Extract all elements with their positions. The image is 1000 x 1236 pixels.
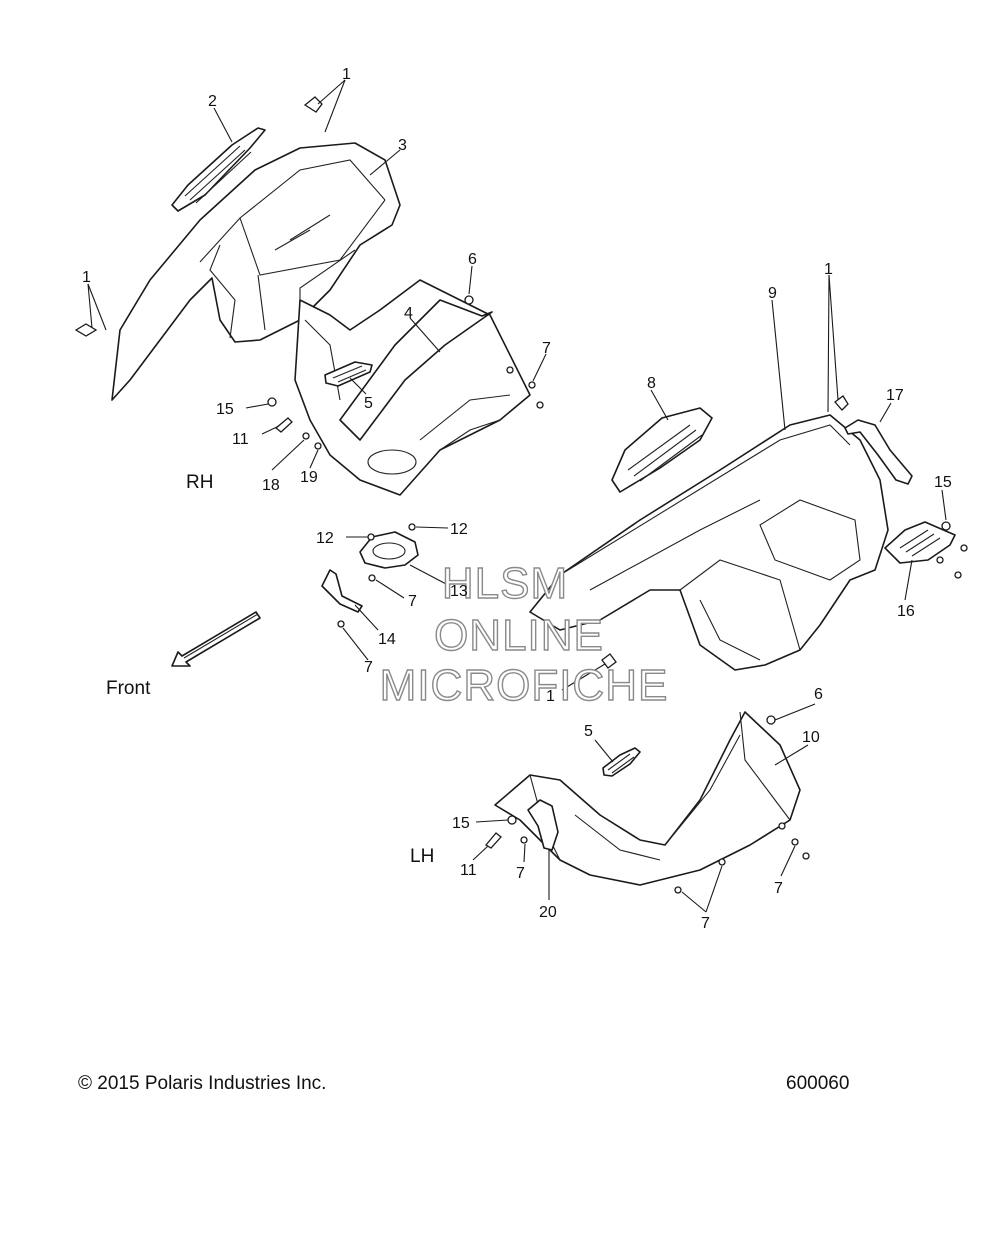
part-20-lh-bracket: [527, 799, 559, 851]
part-5-footrest-lower: [602, 747, 641, 777]
callout-14: 14: [378, 631, 396, 648]
callout-labels: 1 2 3 1 6 4 7 5 15 11 18 19 8 9 1 17 15 …: [82, 66, 952, 932]
front-direction-arrow: [171, 611, 261, 667]
part-5-footrest-upper: [324, 361, 373, 387]
part-10-lh-floor-panel: [494, 711, 801, 886]
part-2-vent-grille: [171, 127, 266, 212]
callout-15: 15: [452, 815, 470, 832]
callout-5: 5: [584, 723, 593, 740]
callout-5: 5: [364, 395, 373, 412]
watermark-line-2: ONLINE: [434, 611, 604, 660]
callout-7: 7: [364, 659, 373, 676]
lh-side-label: LH: [410, 846, 434, 867]
diagram-number: 600060: [786, 1073, 849, 1094]
callout-16: 16: [897, 603, 915, 620]
callout-12: 12: [450, 521, 468, 538]
callout-7: 7: [516, 865, 525, 882]
part-13-round-plate: [359, 531, 419, 569]
callout-11: 11: [460, 862, 477, 879]
callout-1: 1: [824, 261, 833, 278]
callout-17: 17: [886, 387, 904, 404]
callout-15: 15: [934, 474, 952, 491]
callout-18: 18: [262, 477, 280, 494]
callout-1: 1: [342, 66, 351, 83]
callout-1: 1: [82, 269, 91, 286]
part-17-strap: [844, 419, 913, 485]
part-16-small-grille: [884, 521, 956, 564]
callout-13: 13: [450, 583, 468, 600]
callout-8: 8: [647, 375, 656, 392]
callout-9: 9: [768, 285, 777, 302]
callout-11: 11: [232, 431, 249, 448]
part-4-rh-floor-panel: [294, 279, 531, 496]
rh-side-label: RH: [186, 472, 213, 493]
callout-7: 7: [542, 340, 551, 357]
callout-6: 6: [814, 686, 823, 703]
watermark-line-3: MICROFICHE: [380, 661, 669, 710]
callout-12: 12: [316, 530, 334, 547]
part-8-rear-vent-grille: [611, 407, 713, 493]
part-3-rh-hood-panel: [111, 142, 401, 401]
part-9-rear-side-panel: [529, 414, 889, 671]
hardware: [74, 96, 968, 894]
callout-2: 2: [208, 93, 217, 110]
callout-7: 7: [774, 880, 783, 897]
callout-1: 1: [546, 688, 555, 705]
callout-4: 4: [404, 305, 413, 322]
callout-3: 3: [398, 137, 407, 154]
callout-6: 6: [468, 251, 477, 268]
watermark: HLSM ONLINE MICROFICHE: [379, 558, 669, 710]
callout-7: 7: [408, 593, 417, 610]
part-14-bracket: [321, 569, 363, 613]
leader-lines: [87, 79, 947, 913]
front-direction-label: Front: [106, 678, 151, 699]
callout-15: 15: [216, 401, 234, 418]
callout-19: 19: [300, 469, 318, 486]
callout-7: 7: [701, 915, 710, 932]
copyright-text: © 2015 Polaris Industries Inc.: [78, 1073, 326, 1094]
watermark-line-1: HLSM: [442, 559, 568, 608]
callout-10: 10: [802, 729, 820, 746]
callout-20: 20: [539, 904, 557, 921]
